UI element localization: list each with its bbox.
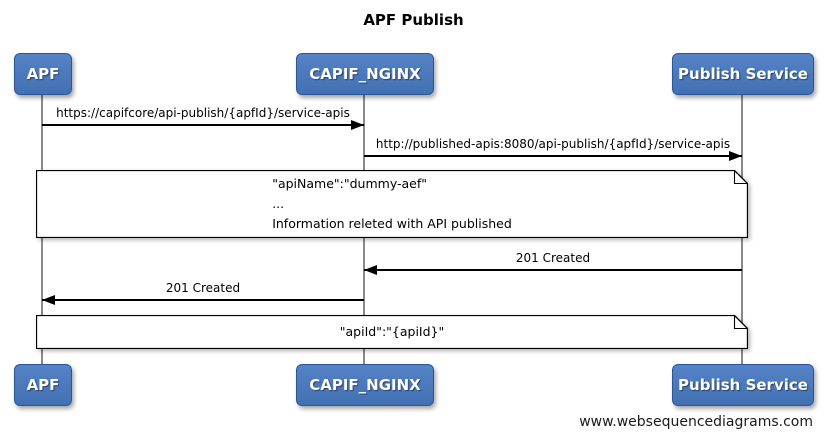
arrowhead-right-icon [351, 120, 364, 130]
actor-box-publish-service-top: Publish Service [672, 53, 814, 95]
note-line: "apiId":"{apiId}" [339, 324, 445, 339]
message-arrow [364, 151, 742, 161]
note-line: "apiName":"dummy-aef" [272, 176, 428, 191]
arrowhead-left-icon [364, 265, 377, 275]
watermark-websequencediagrams: www.websequencediagrams.com [579, 414, 813, 430]
message-forward-request: http://published-apis:8080/api-publish/{… [364, 137, 742, 161]
message-arrow [42, 120, 364, 130]
message-publish-request: https://capifcore/api-publish/{apfId}/se… [42, 106, 364, 130]
message-label: 201 Created [515, 251, 591, 265]
message-201-created-to-apf: 201 Created [42, 281, 364, 305]
note-api-info: "apiName":"dummy-aef" ... Information re… [36, 170, 748, 238]
diagram-title: APF Publish [363, 11, 464, 29]
actor-box-capif-nginx-top: CAPIF_NGINX [296, 53, 434, 95]
message-arrow [42, 295, 364, 305]
actor-box-publish-service-bottom: Publish Service [672, 364, 814, 406]
note-line: Information releted with API published [272, 216, 512, 231]
note-outline-icon [36, 315, 748, 349]
actor-box-apf-bottom: APF [14, 364, 72, 406]
actor-box-capif-nginx-bottom: CAPIF_NGINX [296, 364, 434, 406]
note-api-id: "apiId":"{apiId}" [36, 315, 748, 349]
note-line: ... [272, 196, 285, 211]
arrowhead-left-icon [42, 295, 55, 305]
message-label: http://published-apis:8080/api-publish/{… [375, 137, 731, 151]
message-label: 201 Created [165, 281, 241, 295]
note-outline-icon [36, 170, 748, 238]
message-arrow [364, 265, 742, 275]
message-201-created-to-nginx: 201 Created [364, 251, 742, 275]
message-label: https://capifcore/api-publish/{apfId}/se… [56, 106, 350, 120]
actor-box-apf-top: APF [14, 53, 72, 95]
arrowhead-right-icon [729, 151, 742, 161]
